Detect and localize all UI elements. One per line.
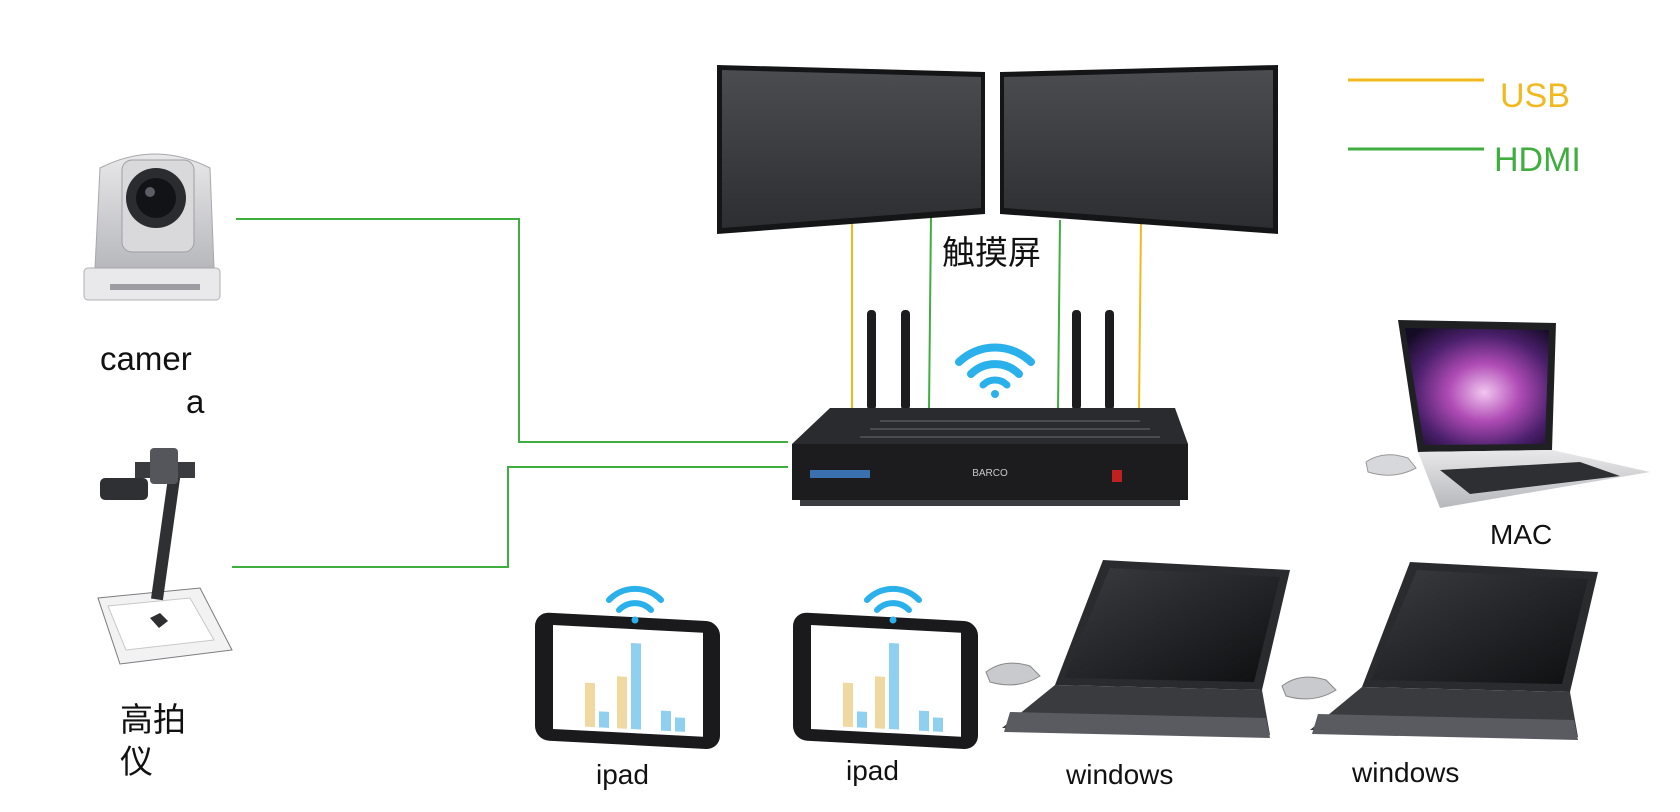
- ptz-camera: [83, 153, 221, 301]
- document-camera: [97, 448, 233, 665]
- document-camera-label-line1: 高拍: [120, 701, 186, 738]
- touchscreen-label: 触摸屏: [942, 234, 1041, 271]
- mac-laptop: [1365, 320, 1650, 508]
- base-unit: BARCO: [792, 310, 1188, 506]
- ipad-1-label: ipad: [596, 759, 649, 790]
- ipad-2-wifi-icon: [864, 585, 922, 624]
- windows-laptop-2: [1281, 562, 1598, 740]
- windows-2-label: windows: [1352, 757, 1460, 788]
- camera-hdmi-line: [236, 218, 788, 443]
- left-screen-hdmi-line: [928, 215, 932, 411]
- camera-label-line2: a: [186, 383, 205, 420]
- hdmi-legend-label: HDMI: [1494, 141, 1581, 179]
- ipad-2: [793, 612, 978, 749]
- base-unit-brand: BARCO: [972, 468, 1008, 479]
- wifi-icon: [955, 343, 1035, 398]
- ipad-2-label: ipad: [846, 755, 899, 786]
- document-camera-hdmi-line: [232, 466, 788, 568]
- ipad-1: [535, 612, 720, 749]
- right-screen-hdmi-line: [1057, 219, 1061, 411]
- touchscreen-left: [717, 65, 985, 234]
- document-camera-label-line2: 仪: [120, 743, 153, 780]
- right-screen-usb-line: [1138, 221, 1142, 411]
- camera-label-line1: camer: [100, 340, 192, 377]
- touchscreen-right: [1000, 65, 1278, 234]
- mac-label: MAC: [1490, 519, 1553, 550]
- usb-legend-label: USB: [1500, 77, 1570, 115]
- windows-1-label: windows: [1066, 759, 1174, 790]
- windows-laptop-1: [985, 560, 1290, 738]
- ipad-1-wifi-icon: [606, 585, 664, 624]
